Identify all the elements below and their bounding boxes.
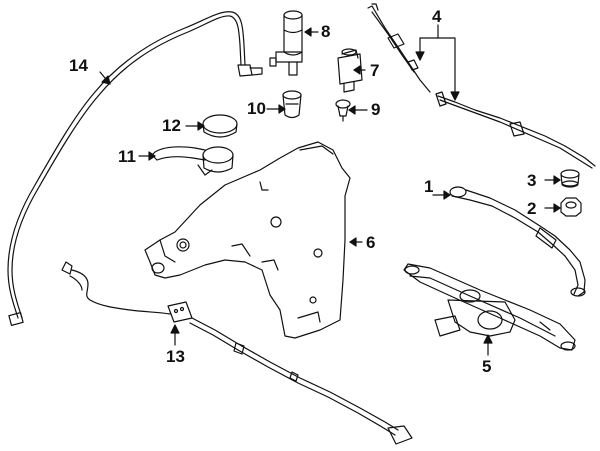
filler-neck-11 bbox=[151, 146, 234, 176]
wiring-harness-13 bbox=[61, 261, 413, 445]
callout-4: 4 bbox=[432, 7, 442, 26]
callout-11: 11 bbox=[118, 147, 136, 166]
wiper-blade-4 bbox=[367, 3, 596, 169]
leader-lines bbox=[99, 24, 561, 356]
washer-pump-8 bbox=[269, 10, 303, 76]
nut-2 bbox=[560, 197, 582, 217]
washer-pump-7 bbox=[337, 48, 363, 93]
callout-13: 13 bbox=[166, 347, 185, 366]
callout-10: 10 bbox=[247, 99, 266, 118]
cap-3 bbox=[560, 169, 580, 188]
callout-1: 1 bbox=[424, 177, 434, 196]
callout-6: 6 bbox=[366, 233, 376, 252]
filler-cap-12 bbox=[202, 114, 238, 138]
grommet-10 bbox=[282, 90, 302, 119]
sensor-9 bbox=[335, 99, 351, 122]
callout-14: 14 bbox=[69, 56, 88, 75]
callout-5: 5 bbox=[482, 357, 492, 376]
callout-2: 2 bbox=[527, 199, 537, 218]
wiper-linkage-5 bbox=[403, 263, 576, 351]
callout-3: 3 bbox=[527, 171, 537, 190]
callout-8: 8 bbox=[321, 22, 331, 41]
callout-7: 7 bbox=[370, 61, 380, 80]
wiper-arm-1 bbox=[449, 186, 586, 297]
callout-12: 12 bbox=[162, 116, 181, 135]
callout-9: 9 bbox=[371, 100, 381, 119]
washer-hose bbox=[7, 11, 263, 326]
washer-reservoir-6 bbox=[144, 141, 351, 339]
